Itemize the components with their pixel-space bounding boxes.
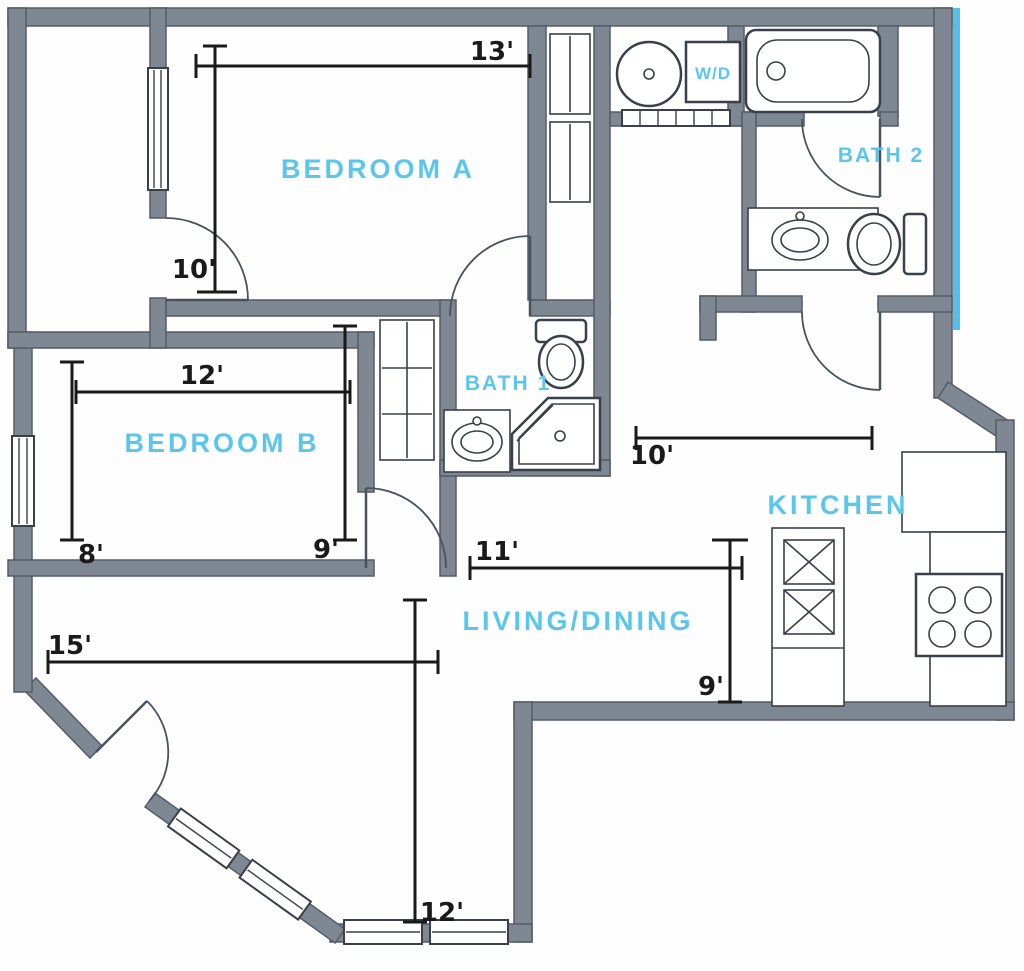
wall-bedroom-b-top bbox=[7, 331, 375, 349]
dim-label-bedroom-b-right: 9' bbox=[313, 535, 339, 565]
bathtub-drain bbox=[766, 61, 786, 81]
stove-burner bbox=[964, 586, 992, 614]
wall-bedroom-a-right bbox=[527, 25, 547, 301]
stove-burner bbox=[928, 586, 956, 614]
wall-corner-room-left bbox=[7, 7, 27, 349]
washer-dryer-box bbox=[684, 40, 742, 104]
dim-label-kitchen-hall: 10' bbox=[630, 441, 674, 471]
wall-diagonal-entry bbox=[22, 676, 104, 760]
label-bedroom-b: BEDROOM B bbox=[125, 428, 320, 458]
shower-door bbox=[516, 404, 554, 442]
stove bbox=[914, 572, 1004, 658]
wall-hall-stub bbox=[439, 475, 457, 577]
windows-diagonal bbox=[166, 807, 313, 921]
wall-kitchen-stub bbox=[699, 295, 717, 341]
label-kitchen: KITCHEN bbox=[768, 490, 909, 520]
wall-bedroom-b-bottom bbox=[7, 559, 375, 577]
dim-label-living-width: 11' bbox=[475, 537, 519, 567]
dim-label-bedroom-b-left: 8' bbox=[78, 540, 104, 570]
dimension-labels: 13' 10' 12' 8' 9' 10' 11' 9' 15' 12' bbox=[48, 37, 724, 928]
closets bbox=[379, 33, 591, 461]
wall-corner-room-right-stub bbox=[149, 297, 167, 349]
dim-label-bedroom-b-width: 12' bbox=[180, 361, 224, 391]
wall-bedroom-b-right bbox=[357, 331, 375, 493]
label-bedroom-a: BEDROOM A bbox=[281, 154, 475, 184]
bath1-faucet bbox=[472, 416, 482, 426]
kitchen-counter-corner bbox=[901, 451, 1007, 533]
window-left-wall bbox=[11, 435, 35, 527]
dim-label-living-lower-depth: 12' bbox=[420, 898, 464, 928]
stove-burner bbox=[928, 620, 956, 648]
wall-bedroom-a-bottom-left bbox=[165, 299, 451, 317]
bath2-toilet-tank bbox=[902, 212, 928, 276]
window-corner-room bbox=[147, 67, 169, 191]
door-entry-left bbox=[95, 700, 148, 753]
accent-edge-line bbox=[953, 8, 960, 330]
stove-burner bbox=[964, 620, 992, 648]
dimension-lines bbox=[46, 44, 874, 924]
wall-bath2-band-right bbox=[879, 111, 899, 127]
dim-label-living-depth: 9' bbox=[698, 672, 724, 702]
label-bath-2: BATH 2 bbox=[838, 144, 924, 167]
doors bbox=[95, 118, 882, 801]
dim-label-bedroom-a-width: 13' bbox=[470, 37, 514, 67]
bath2-faucet bbox=[795, 211, 805, 221]
shower-drain bbox=[554, 430, 566, 442]
dim-label-living-lower-width: 15' bbox=[48, 631, 92, 661]
room-labels: BEDROOM A BEDROOM B BATH 1 BATH 2 KITCHE… bbox=[125, 64, 924, 636]
windows bbox=[11, 67, 731, 945]
fixtures bbox=[443, 28, 1007, 707]
label-living-dining: LIVING/DINING bbox=[462, 606, 693, 636]
label-bath-1: BATH 1 bbox=[465, 372, 551, 395]
wall-lower-right-vertical bbox=[513, 701, 533, 943]
wall-right-upper bbox=[933, 7, 953, 399]
wall-bath2-bottom-right bbox=[877, 295, 953, 313]
dim-label-bedroom-a-depth: 10' bbox=[172, 255, 216, 285]
label-washer-dryer: W/D bbox=[695, 64, 731, 83]
